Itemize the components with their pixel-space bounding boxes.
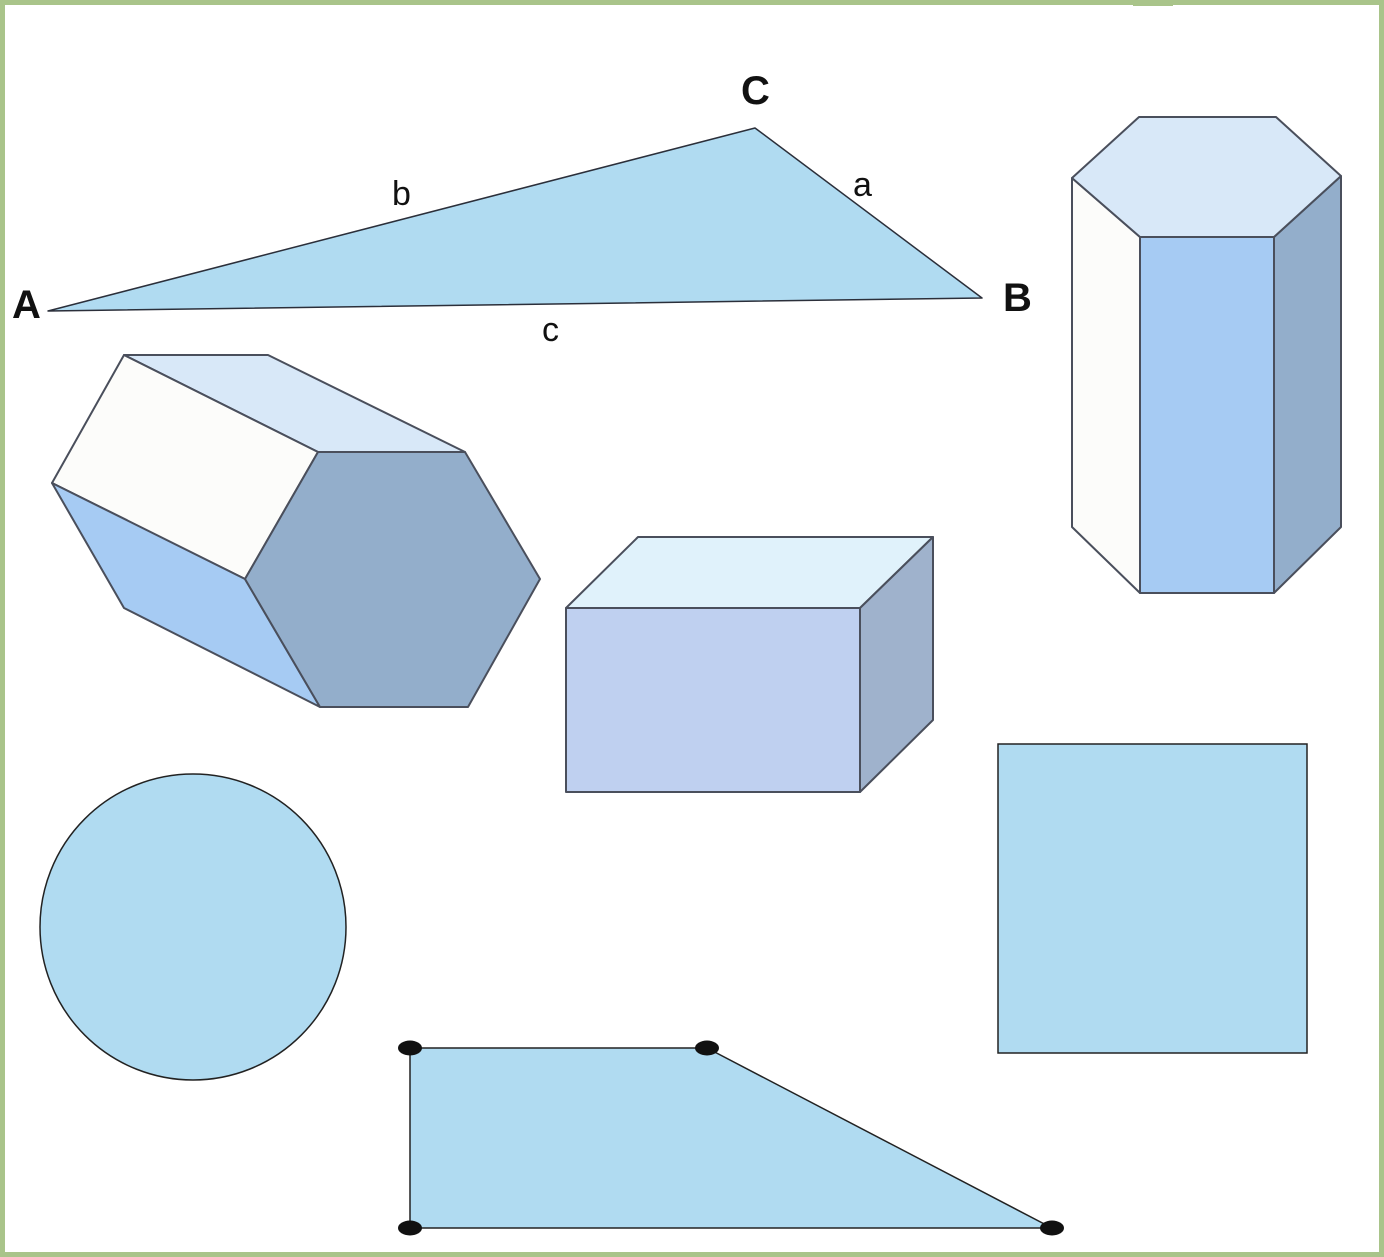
trapezoid-vertex-dot [695,1040,719,1056]
trapezoid-vertex-dot [398,1220,422,1236]
hex-prism-v-right-face [1273,175,1342,594]
trapezoid-vertex-dot [1040,1220,1064,1236]
circle-shape [39,773,347,1081]
triangle-shape [47,127,983,312]
hex-prism-v-front-face [1139,236,1275,594]
vertex-label-b: B [1003,276,1032,320]
hex-prism-v-top-face [1071,116,1342,238]
frame-tab [1133,0,1173,6]
side-label-c: c [542,311,559,349]
hex-prism-v-left-face [1071,177,1141,594]
side-label-a: a [853,166,872,204]
vertex-label-c: C [741,69,770,113]
vertex-label-a: A [12,283,41,327]
side-label-b: b [392,175,411,213]
trapezoid [398,1040,1064,1236]
trapezoid-vertex-dot [398,1040,422,1056]
box-front-face [565,607,861,793]
square-shape [997,743,1308,1054]
triangle-abc: A B C a b c [12,69,1032,349]
rectangular-prism [565,536,934,793]
trapezoid-shape [409,1047,1053,1229]
hexagonal-prism-vertical [1071,116,1342,594]
hex-prism-h-end-face [244,451,541,708]
hexagonal-prism-horizontal [51,354,541,708]
